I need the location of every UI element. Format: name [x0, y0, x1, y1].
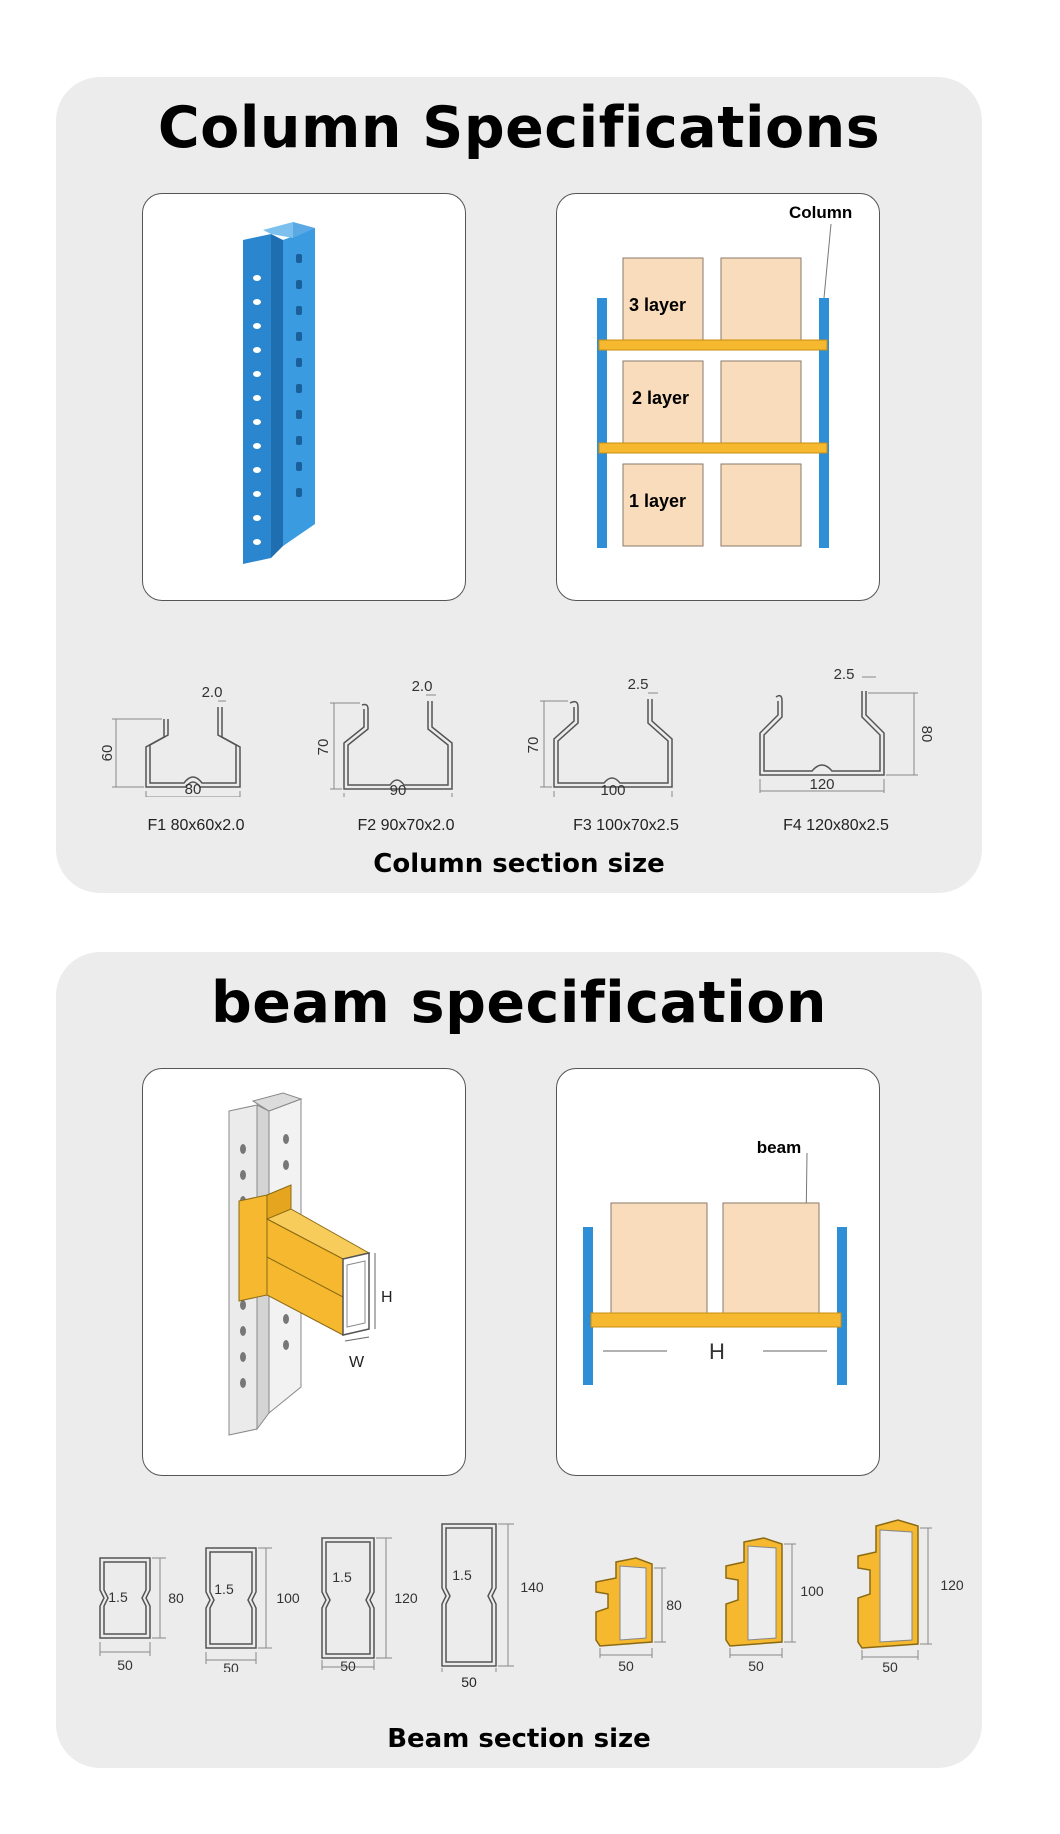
- layer-label-3: 3 layer: [629, 295, 686, 315]
- section-f3-caption: F3 100x70x2.5: [573, 817, 679, 834]
- section-f1-height: 60: [99, 745, 116, 762]
- section-f3-drawing: 100 70 2.5: [525, 676, 673, 797]
- box-section-120: 1.5 120 50: [321, 1537, 418, 1672]
- box-80-width: 50: [117, 1657, 133, 1672]
- step-100-width: 50: [748, 1658, 764, 1674]
- section-f2-caption: F2 90x70x2.0: [357, 817, 455, 834]
- section-f1-caption: F1 80x60x2.0: [147, 817, 245, 834]
- section-f3-width: 100: [600, 782, 625, 797]
- step-120-width: 50: [882, 1659, 898, 1674]
- box-section-100: 1.5 100 50: [205, 1547, 300, 1672]
- section-f4-height: 80: [918, 726, 935, 743]
- beam-spec-panel: beam specification: [56, 952, 982, 1768]
- box-140-height: 140: [520, 1579, 544, 1595]
- beam-illustration-card: H W: [142, 1068, 466, 1476]
- section-f2-thickness: 2.0: [412, 678, 433, 695]
- rack-layer-diagram-card: 3 layer 2 layer 1 layer Column: [556, 193, 880, 601]
- step-section-120: 120 50: [857, 1519, 964, 1674]
- section-f4-caption: F4 120x80x2.5: [783, 817, 889, 834]
- step-section-100: 100 50: [725, 1537, 824, 1674]
- section-f4-thickness: 2.5: [834, 666, 855, 683]
- box-140-thickness: 1.5: [452, 1567, 472, 1583]
- section-f3-thickness: 2.5: [628, 676, 649, 693]
- beam-label: beam: [757, 1138, 801, 1157]
- box-120-thickness: 1.5: [332, 1569, 352, 1585]
- box-120-width: 50: [340, 1658, 356, 1672]
- beam-section-subtitle: Beam section size: [387, 1724, 651, 1754]
- section-f1-width: 80: [185, 781, 202, 797]
- column-illustration-card: [142, 193, 466, 601]
- step-section-80: 80 50: [595, 1557, 682, 1672]
- beam-span-h-label: H: [709, 1339, 725, 1364]
- section-f2-height: 70: [315, 739, 332, 756]
- section-f3-height: 70: [525, 737, 542, 754]
- box-100-width: 50: [223, 1660, 239, 1672]
- column-spec-panel: Column Specifications: [56, 77, 982, 893]
- box-80-thickness: 1.5: [108, 1589, 128, 1605]
- layer-label-1: 1 layer: [629, 491, 686, 511]
- box-section-140: 1.5 140: [441, 1523, 544, 1672]
- beam-spec-title: beam specification: [211, 970, 827, 1036]
- box-100-thickness: 1.5: [214, 1581, 234, 1597]
- column-section-subtitle: Column section size: [373, 849, 665, 879]
- box-120-height: 120: [394, 1590, 418, 1606]
- box-100-height: 100: [276, 1590, 300, 1606]
- step-80-height: 80: [666, 1597, 682, 1613]
- column-3d-illustration: [243, 222, 315, 564]
- beam-w-label: W: [349, 1354, 365, 1371]
- section-f1-drawing: 80 60 2.0: [99, 684, 241, 797]
- step-80-width: 50: [618, 1658, 634, 1672]
- column-spec-title: Column Specifications: [157, 95, 881, 161]
- box-section-80: 1.5 80 50: [99, 1557, 184, 1672]
- column-label: Column: [789, 203, 852, 222]
- section-f4-drawing: 120 80 2.5: [759, 666, 935, 793]
- layer-label-2: 2 layer: [632, 388, 689, 408]
- beam-diagram-card: H beam: [556, 1068, 880, 1476]
- beam-diagram: H beam: [583, 1138, 847, 1385]
- section-f2-width: 90: [390, 782, 407, 797]
- beam-connection-illustration: H W: [228, 1092, 393, 1436]
- section-f4-width: 120: [809, 776, 834, 793]
- section-f1-thickness: 2.0: [202, 684, 223, 701]
- box-140-width: 50: [461, 1674, 477, 1690]
- step-100-height: 100: [800, 1583, 824, 1599]
- box-80-height: 80: [168, 1590, 184, 1606]
- beam-h-label: H: [381, 1289, 393, 1306]
- step-120-height: 120: [940, 1577, 964, 1593]
- rack-layer-diagram: 3 layer 2 layer 1 layer Column: [597, 203, 852, 548]
- section-f2-drawing: 90 70 2.0: [315, 678, 453, 797]
